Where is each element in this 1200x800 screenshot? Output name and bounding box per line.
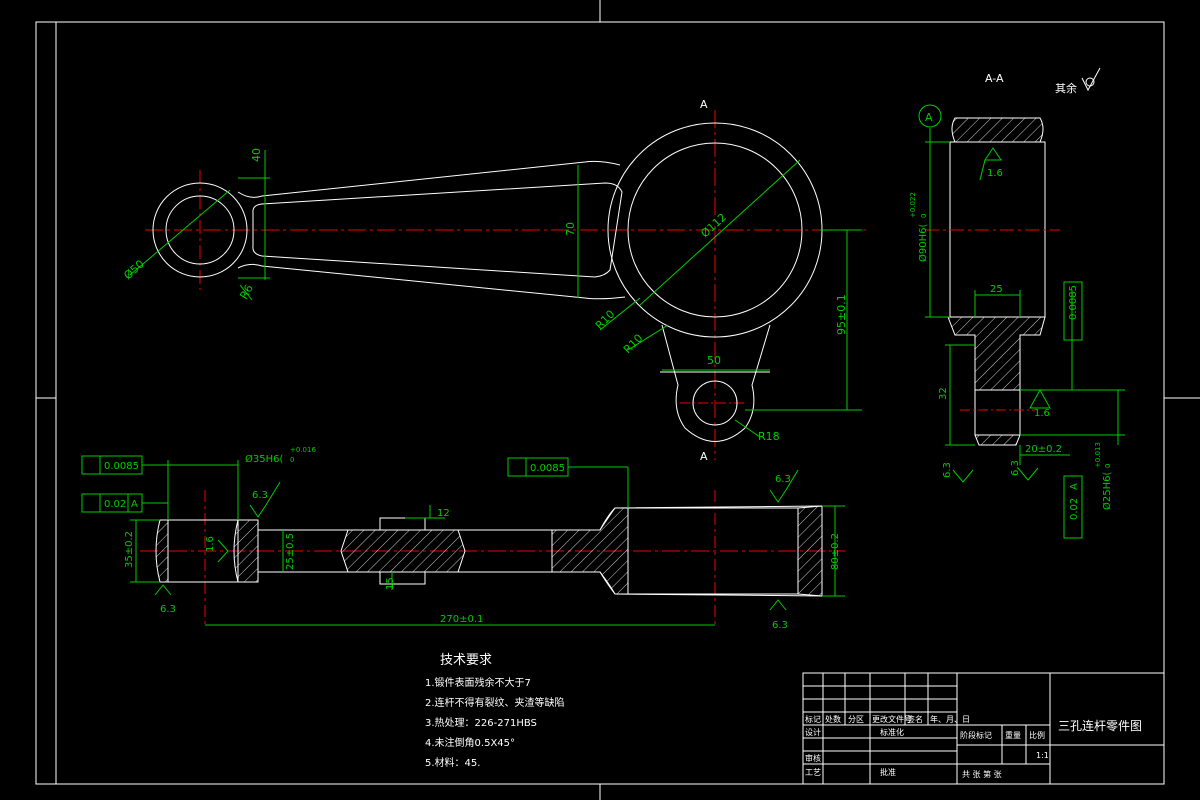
- rough-6-3-d: 6.3: [772, 620, 788, 631]
- parallel-left: 0.02: [104, 499, 126, 510]
- dim-phi35: Ø35H6(: [245, 453, 283, 465]
- rest-label: 其余: [1055, 81, 1077, 95]
- process-label: 工艺: [805, 768, 821, 777]
- parallel-section: 0.02: [1069, 498, 1080, 520]
- svg-text:1.锻件表面残余不大于7: 1.锻件表面残余不大于7: [425, 676, 531, 689]
- drawing-frame: [35, 0, 1200, 800]
- svg-text:分区: 分区: [848, 715, 864, 724]
- dim-R10-a: R10: [593, 308, 617, 332]
- svg-text:+0.013: +0.013: [1094, 442, 1102, 468]
- tech-notes-heading: 技术要求: [440, 653, 492, 668]
- dim-25-front: 25±0.5: [285, 533, 296, 570]
- svg-text:签名: 签名: [907, 714, 923, 724]
- top-view: 40 70 Ø112 Ø50 R6 R10 R10 50 95±0.1 R18 …: [121, 98, 870, 463]
- dim-95: 95±0.1: [835, 294, 848, 335]
- section-mark-bottom: A: [700, 450, 708, 463]
- dim-40: 40: [250, 148, 263, 162]
- flatness-left: 0.0085: [104, 461, 139, 472]
- dim-25-section: 25: [990, 284, 1003, 295]
- svg-text:4.未注倒角0.5X45°: 4.未注倒角0.5X45°: [425, 736, 515, 749]
- top-view-dimensions: [129, 150, 862, 438]
- dim-R10-b: R10: [621, 332, 645, 356]
- dim-R18: R18: [758, 430, 780, 443]
- rough-6-3-c: 6.3: [775, 474, 791, 485]
- svg-text:A: A: [1069, 483, 1080, 490]
- dim-35: 35±0.2: [124, 531, 135, 568]
- shank-top-edge: [237, 160, 621, 198]
- rest-roughness-symbol: [1081, 67, 1101, 92]
- svg-text:3.热处理：226-271HBS: 3.热处理：226-271HBS: [425, 716, 537, 729]
- shank-bottom-edge: [237, 263, 626, 300]
- dim-phi90: Ø90H6(: [917, 224, 929, 262]
- datum-label: A: [925, 111, 933, 124]
- dim-32: 32: [938, 387, 949, 400]
- rough-1-6-front: 1.6: [205, 536, 216, 552]
- datum-circle: [918, 104, 942, 128]
- svg-text:处数: 处数: [825, 714, 841, 724]
- svg-text:更改文件号: 更改文件号: [872, 714, 912, 724]
- section-lug-hatch: [947, 316, 1046, 391]
- svg-text:0: 0: [290, 456, 294, 464]
- svg-text:+0.016: +0.016: [290, 446, 316, 454]
- svg-text:5.材料：45.: 5.材料：45.: [425, 756, 480, 769]
- section-label: A-A: [985, 72, 1004, 85]
- rough-6-3-b: 6.3: [160, 604, 176, 615]
- svg-text:2.连杆不得有裂纹、夹渣等缺陷: 2.连杆不得有裂纹、夹渣等缺陷: [425, 696, 565, 709]
- dim-R6: R6: [237, 282, 256, 301]
- dim-phi112: Ø112: [698, 211, 729, 241]
- drawing-title: 三孔连杆零件图: [1058, 718, 1142, 733]
- review-label: 审核: [805, 753, 821, 763]
- svg-text:0: 0: [1104, 464, 1112, 468]
- scale-label: 比例: [1029, 730, 1045, 740]
- front-view: 0.0085 0.02 A 0.0085 Ø35H6( +0.016 0 6.3…: [81, 446, 845, 631]
- svg-text:年、月、日: 年、月、日: [930, 714, 970, 724]
- design-label: 设计: [805, 727, 821, 737]
- svg-text:A: A: [131, 499, 138, 510]
- section-lug-bore: [974, 389, 1021, 436]
- tech-notes: 技术要求 1.锻件表面残余不大于7 2.连杆不得有裂纹、夹渣等缺陷 3.热处理：…: [425, 653, 565, 769]
- dim-phi25: Ø25H6(: [1101, 472, 1113, 510]
- shank-groove: [252, 182, 623, 278]
- dim-270: 270±0.1: [440, 614, 483, 625]
- dim-phi90-tol: +0.022: [909, 192, 917, 218]
- dim-12: 12: [437, 508, 450, 519]
- front-web-hatch: [340, 529, 466, 573]
- section-top-hatch: [951, 117, 1044, 143]
- dim-15: 15: [385, 577, 396, 590]
- svg-text:0: 0: [920, 214, 928, 218]
- section-view: A-A 其余 A: [909, 67, 1125, 539]
- section-mark-top: A: [700, 98, 708, 111]
- rough-1-6-top: 1.6: [987, 168, 1003, 179]
- rough-6-3-right: 6.3: [1010, 460, 1021, 476]
- sheets-label: 共 张 第 张: [962, 769, 1002, 779]
- rough-6-3-left: 6.3: [942, 462, 953, 478]
- approve-label: 批准: [880, 767, 896, 777]
- flatness-right: 0.0085: [530, 463, 565, 474]
- svg-text:标记: 标记: [805, 714, 821, 724]
- small-end-hole: [165, 195, 235, 265]
- dim-20: 20±0.2: [1025, 444, 1062, 455]
- big-end-hole: [627, 142, 803, 318]
- scale-value: 1:1: [1036, 751, 1049, 760]
- rough-6-3-a: 6.3: [252, 490, 268, 501]
- standardize-label: 标准化: [880, 727, 904, 737]
- flatness-section: 0.0085: [1068, 285, 1079, 320]
- dim-70: 70: [564, 222, 577, 236]
- third-hole: [692, 380, 738, 426]
- weight-label: 重量: [1005, 730, 1021, 740]
- dim-50: 50: [707, 354, 721, 367]
- third-lug: [661, 324, 771, 442]
- dim-phi50: Ø50: [121, 257, 147, 282]
- rough-1-6-mid: 1.6: [1034, 408, 1050, 419]
- title-block: 标记 处数 分区 更改文件号 签名 年、月、日 设计 标准化 审核 工艺 批准 …: [802, 672, 1165, 785]
- stage-mark: 阶段标记: [960, 730, 992, 740]
- dim-80: 80±0.2: [830, 533, 841, 570]
- small-end-outer: [152, 182, 248, 278]
